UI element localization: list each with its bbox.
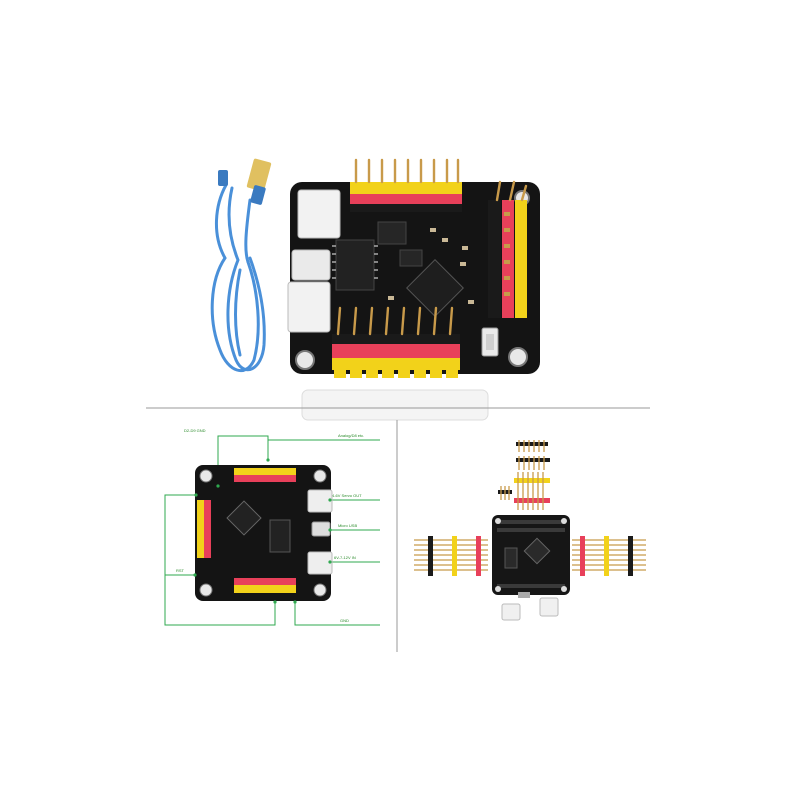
mounting-hole [508,347,528,367]
ic-chip [377,221,407,245]
pin-strip-left [414,536,488,576]
pin-strip-right [572,536,646,576]
label-power-in: 4-6V Servo OUT [332,493,362,498]
pin-strip-top [498,440,550,510]
usb-connector [218,158,272,205]
label-usb: Micro USB [338,523,357,528]
top-header [350,158,462,212]
label-reset: RST [176,568,185,573]
annotated-diagram: D2-D9 GND Analog/D8 etc. 4-6V Servo OUT … [164,428,380,626]
jst-connector [291,249,331,281]
exploded-view [414,440,646,621]
label-top-right: Analog/D8 etc. [338,433,364,438]
main-board [287,158,540,378]
white-connector-strip [301,389,489,421]
jst-connector [539,597,559,617]
ic-chip [335,239,375,291]
jst-connector [297,189,341,239]
bottom-header [332,306,460,378]
label-bottom: GND [340,618,349,623]
jst-connector [287,281,331,333]
right-header [488,180,528,318]
usb-cable [210,183,266,373]
jst-connector [501,603,521,621]
microcontroller-chip [406,259,464,317]
mounting-hole [295,350,315,370]
label-aux-power: 6V-7-12V IN [334,555,356,560]
label-top-left: D2-D9 GND [184,428,206,433]
ic-chip [399,249,423,267]
